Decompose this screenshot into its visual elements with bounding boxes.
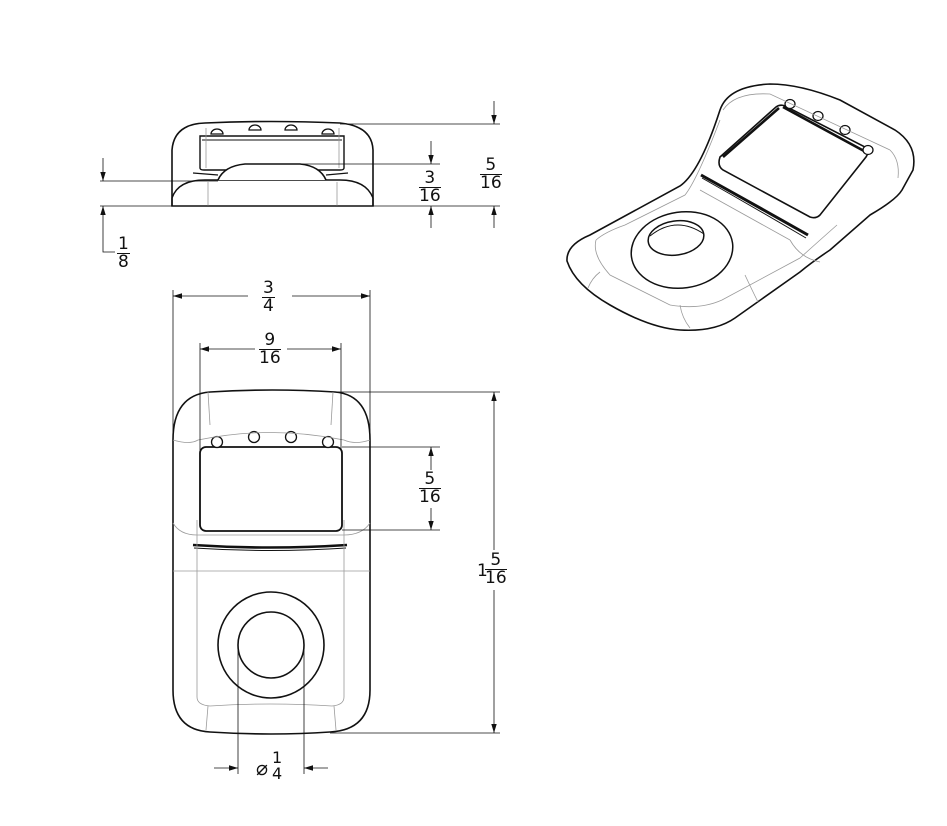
dim-denominator: 16: [480, 173, 502, 193]
dim-numerator: 5: [480, 157, 502, 175]
dim-denominator: 16: [419, 487, 441, 507]
dim-denominator: 4: [272, 764, 283, 783]
dim-overall-length: 5 16: [485, 552, 507, 587]
dim-numerator: 9: [259, 332, 281, 350]
isometric-view: [566, 83, 915, 332]
dim-denominator: 16: [485, 568, 507, 588]
side-view-dimensions: [100, 101, 500, 253]
dim-numerator: 5: [485, 552, 507, 570]
top-view-dimensions: [172, 290, 500, 774]
dim-overall-length-whole: 1: [477, 561, 488, 581]
diameter-symbol: ⌀: [256, 756, 269, 780]
dim-hole-diameter: 1 4: [271, 750, 283, 782]
dim-denominator: 4: [263, 296, 274, 316]
dim-window-width: 9 16: [259, 332, 281, 367]
dim-numerator: 5: [419, 471, 441, 489]
dim-numerator: 3: [419, 170, 441, 188]
dim-numerator: 3: [262, 278, 275, 298]
dim-side-total-height: 5 16: [480, 157, 502, 192]
dim-numerator: 1: [272, 748, 283, 767]
dim-denominator: 16: [419, 186, 441, 206]
top-view: [172, 389, 371, 735]
dim-denominator: 8: [118, 252, 129, 272]
dim-side-body-height: 3 16: [419, 170, 441, 205]
dim-denominator: 16: [259, 348, 281, 368]
dim-overall-width: 3 4: [262, 280, 275, 315]
side-view: [171, 120, 374, 207]
dim-window-height: 5 16: [419, 471, 441, 506]
dim-side-base-height: 1 8: [117, 236, 130, 271]
dim-numerator: 1: [117, 234, 130, 254]
